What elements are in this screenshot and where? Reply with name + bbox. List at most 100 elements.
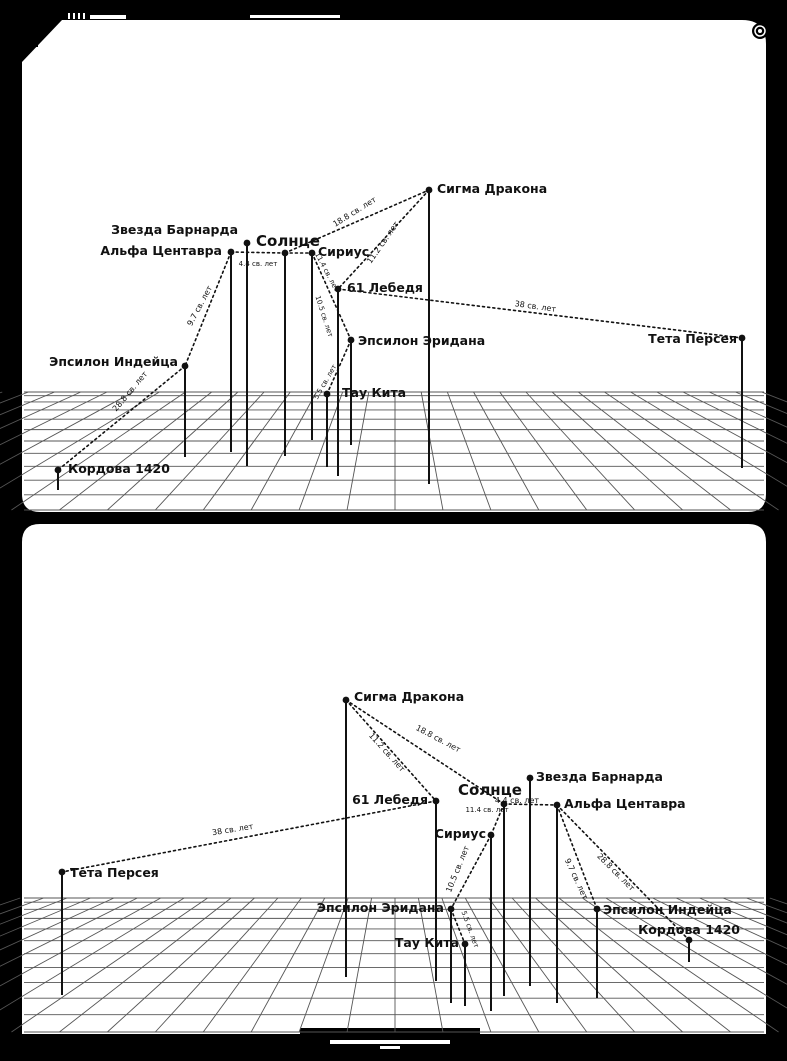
link-line-sirius-epsEri [311, 252, 352, 341]
star-label-sigma: Сигма Дракона [437, 181, 547, 196]
grid-line-v [417, 897, 444, 1033]
star-label-epsEri: Эпсилон Эридана [358, 333, 485, 348]
star-label-barnard: Звезда Барнарда [111, 222, 238, 237]
grid-line-v [735, 391, 787, 415]
star-label-epsInd: Эпсилон Индейца [603, 902, 732, 917]
link-line-sun-alpha [230, 251, 286, 254]
link-line-epsEri-tau [450, 908, 466, 945]
star-dot-c61[interactable] [432, 797, 440, 805]
star-label-sun: Солнце [458, 781, 522, 799]
grid-line-v [154, 897, 279, 1033]
grid-line-v [473, 391, 540, 511]
grid-line-v [0, 391, 108, 446]
star-dot-theta[interactable] [58, 868, 66, 876]
star-dot-epsEri[interactable] [347, 336, 355, 344]
link-distance-label: 4.4 св. лет [239, 260, 278, 268]
link-line-alpha-epsInd [556, 804, 598, 910]
grid-line-v [709, 391, 787, 428]
star-label-theta: Тета Персея [70, 865, 159, 880]
star-label-sigma: Сигма Дракона [354, 689, 464, 704]
grid-line-v [722, 897, 787, 924]
star-label-c61: 61 Лебедя [352, 792, 428, 807]
grid-line-v [578, 391, 731, 511]
grid-line-v [582, 897, 779, 1033]
star-dot-sun[interactable] [281, 249, 289, 257]
grid-line-v [346, 391, 370, 511]
star-dot-c61[interactable] [334, 285, 342, 293]
link-line-c61-theta [337, 288, 743, 339]
star-label-alpha: Альфа Центавра [100, 243, 222, 258]
link-distance-label: 11.4 св. лет [465, 806, 508, 814]
grid-line-v [107, 391, 239, 511]
grid-line-v [464, 897, 540, 1033]
top-ring-icon [752, 23, 768, 39]
star-label-tau: Тау Кита [342, 385, 406, 400]
grid-line-v [605, 897, 787, 1009]
grid-line-v [0, 391, 55, 416]
link-line-epsEri-tau [326, 339, 352, 395]
star-dot-barnard[interactable] [526, 774, 534, 782]
link-line-sigma-c61 [345, 699, 437, 802]
grid-line-v [11, 897, 208, 1033]
star-label-sun: Солнце [256, 232, 320, 250]
link-line-sun-sigma [284, 189, 430, 254]
grid-line-v [558, 897, 731, 1033]
star-label-kord: Кордова 1420 [68, 461, 170, 476]
star-dot-kord[interactable] [685, 936, 693, 944]
star-label-sirius: Сириус [435, 826, 486, 841]
link-line-sirius-epsEri [450, 834, 492, 910]
star-dot-alpha[interactable] [227, 248, 235, 256]
star-dot-tau[interactable] [461, 940, 469, 948]
star-dot-sirius[interactable] [487, 831, 495, 839]
star-dot-sun[interactable] [500, 800, 508, 808]
grid-line-v [0, 391, 134, 465]
grid-line-v [675, 897, 787, 950]
grid-line-v [250, 391, 317, 511]
grid-line-v [0, 897, 185, 1011]
grid-line-v [59, 391, 212, 511]
grid-line-v [652, 897, 787, 966]
star-label-sirius: Сириус [318, 244, 369, 259]
star-label-alpha: Альфа Центавра [564, 796, 686, 811]
grid-line-v [0, 897, 91, 937]
star-label-c61: 61 Лебедя [347, 280, 423, 295]
star-dot-epsInd[interactable] [593, 905, 601, 913]
star-dot-kord[interactable] [54, 466, 62, 474]
grid-line-v [154, 391, 265, 511]
grid-line-v [107, 897, 255, 1033]
link-distance-label: 4.4 св. лет [495, 796, 540, 805]
star-dot-sirius[interactable] [308, 249, 316, 257]
star-dot-alpha[interactable] [553, 801, 561, 809]
star-label-theta: Тета Персея [648, 331, 737, 346]
grid-line-v [298, 391, 344, 511]
grid-line-v [699, 897, 787, 936]
star-dot-epsInd[interactable] [181, 362, 189, 370]
grid-line-v [511, 897, 636, 1033]
grid-line-v [346, 897, 373, 1033]
grid-line-v [202, 897, 302, 1033]
star-dot-epsEri[interactable] [447, 905, 455, 913]
star-label-epsEri: Эпсилон Эридана [317, 900, 444, 915]
star-dot-theta[interactable] [738, 334, 746, 342]
grid-line-v [682, 391, 787, 444]
top-corner-deco [25, 25, 54, 52]
grid-line-v [59, 897, 232, 1033]
star-label-tau: Тау Кита [395, 935, 459, 950]
star-dot-sigma[interactable] [342, 696, 350, 704]
grid-line-v [499, 391, 588, 511]
bottom-footer-ticks [330, 1040, 450, 1049]
grid-line-v [525, 391, 636, 511]
top-panel-surface [22, 20, 766, 512]
star-dot-sigma[interactable] [425, 186, 433, 194]
grid-line-v [0, 897, 68, 925]
star-dot-tau[interactable] [323, 390, 331, 398]
grid-line-v [535, 897, 683, 1033]
star-dot-barnard[interactable] [243, 239, 251, 247]
grid-line-v [604, 391, 779, 511]
top-ground-grid [0, 391, 787, 511]
